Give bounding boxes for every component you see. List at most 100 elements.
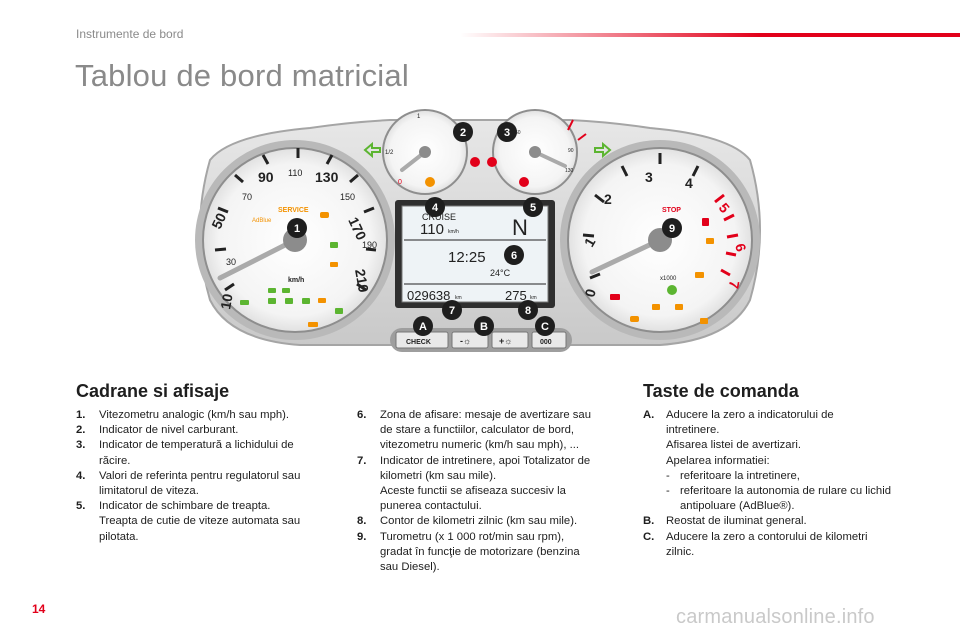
turn-signal-right-icon <box>594 141 612 159</box>
callout-b: B <box>474 316 494 336</box>
fuel-gauge: 1/2 0 1 <box>382 109 468 195</box>
display-range-unit: km <box>530 295 537 301</box>
button-reset-label: 000 <box>540 339 552 346</box>
button-dim-plus-label: +☼ <box>499 336 513 346</box>
fuel-gauge-half: 1/2 <box>385 150 394 156</box>
button-dim-minus-label: -☼ <box>460 336 471 346</box>
speedo-orange-lights <box>308 212 338 327</box>
display-speed: 110 <box>420 221 444 238</box>
tachometer: 0 1 2 3 4 5 6 7 STOP x1000 <box>560 140 760 340</box>
tacho-tick-6: 6 <box>732 242 750 254</box>
speedo-tick-70: 70 <box>242 192 252 202</box>
display-speed-unit: km/h <box>448 229 459 235</box>
instrument-cluster-illustration: 10 30 50 70 90 110 130 150 170 190 210 S… <box>195 109 761 352</box>
speedo-unit: km/h <box>288 277 304 284</box>
svg-text:B: B <box>480 321 488 333</box>
list-item-8: 8.Contor de kilometri zilnic (km sau mil… <box>357 515 578 528</box>
speedo-tick-10: 10 <box>217 292 235 310</box>
list-subitem-a1: -referitoare la intretinere, <box>666 469 800 482</box>
callout-6: 6 <box>504 245 524 265</box>
svg-text:2: 2 <box>460 127 466 139</box>
central-display: CRUISE 110 km/h N 12:25 24°C 029638 km 2… <box>395 200 555 308</box>
callout-a: A <box>413 316 433 336</box>
callout-8: 8 <box>518 300 538 320</box>
tacho-ticks <box>582 153 700 280</box>
speedo-tick-190: 190 <box>362 240 377 250</box>
list-item-4: 4.Valori de referinta pentru regulatorul… <box>76 469 301 498</box>
temp-gauge-50: 50 <box>515 130 521 136</box>
service-indicator: SERVICE <box>278 207 309 214</box>
tacho-stop-indicator: STOP <box>662 207 681 214</box>
speedo-tick-110: 110 <box>288 168 302 178</box>
speedo-tick-150: 150 <box>340 192 355 202</box>
control-buttons: CHECK -☼ +☼ 000 <box>390 328 572 352</box>
temp-gauge-130: 130 <box>565 168 574 174</box>
svg-text:5: 5 <box>530 202 536 214</box>
speedo-tick-210: 210 <box>352 268 372 294</box>
list-col2: 6.Zona de afisare: mesaje de avertizare … <box>357 408 619 575</box>
display-odometer-unit: km <box>455 295 462 301</box>
list-col1: 1.Vitezometru analogic (km/h sau mph). 2… <box>76 408 334 545</box>
tacho-tick-0: 0 <box>581 287 599 299</box>
tacho-redline-ticks <box>714 193 739 277</box>
callout-7: 7 <box>442 300 462 320</box>
heading-cadrane: Cadrane si afisaje <box>76 381 230 401</box>
tacho-unit: x1000 <box>660 276 677 282</box>
svg-text:9: 9 <box>669 223 675 235</box>
speedo-tick-90: 90 <box>258 169 274 185</box>
speedo-tick-50: 50 <box>208 210 229 231</box>
button-check-label: CHECK <box>406 339 431 346</box>
svg-text:A: A <box>419 321 427 333</box>
seatbelt-warning-icons <box>470 157 497 167</box>
tacho-tick-2: 2 <box>604 191 612 207</box>
temp-gauge-90: 90 <box>568 148 574 154</box>
list-item-1: 1.Vitezometru analogic (km/h sau mph). <box>76 409 290 421</box>
callout-c: C <box>535 316 555 336</box>
callout-4: 4 <box>425 197 445 217</box>
list-item-5: 5.Indicator de schimbare de treapta. Tre… <box>76 500 301 543</box>
speedo-needle <box>217 237 298 281</box>
tacho-needle <box>589 237 663 275</box>
header-accent-bar <box>460 33 960 37</box>
tacho-warning-lights <box>610 218 709 300</box>
adblue-indicator: AdBlue <box>252 218 272 224</box>
svg-text:1: 1 <box>294 223 300 235</box>
callout-9: 9 <box>662 218 682 238</box>
heading-taste: Taste de comanda <box>643 381 799 401</box>
svg-text:8: 8 <box>525 305 531 317</box>
callout-2: 2 <box>453 122 473 142</box>
display-temperature: 24°C <box>490 268 511 278</box>
svg-text:C: C <box>541 321 549 333</box>
callout-5: 5 <box>523 197 543 217</box>
svg-text:6: 6 <box>511 250 517 262</box>
section-header: Instrumente de bord <box>76 27 184 41</box>
fuel-gauge-full: 1 <box>417 114 421 120</box>
tacho-orange-lights <box>630 238 714 324</box>
speedo-warning-lights <box>240 242 343 314</box>
callout-3: 3 <box>497 122 517 142</box>
tacho-tick-4: 4 <box>685 175 693 191</box>
svg-text:7: 7 <box>449 305 455 317</box>
fuel-gauge-low: 0 <box>398 179 402 186</box>
display-time: 12:25 <box>448 249 486 266</box>
list-item-c: C.Aducere la zero a contorului de kilome… <box>643 530 868 558</box>
display-range: 275 <box>505 288 527 303</box>
list-item-b: B.Reostat de iluminat general. <box>643 515 807 528</box>
display-gear: N <box>512 215 528 240</box>
display-odometer: 029638 <box>407 288 450 303</box>
svg-text:3: 3 <box>504 127 510 139</box>
callout-1: 1 <box>287 218 307 238</box>
list-item-a: A.Aducere la zero a indicatorului de int… <box>643 409 834 467</box>
tacho-tick-7: 7 <box>726 279 743 290</box>
list-col3: A.Aducere la zero a indicatorului de int… <box>643 408 908 560</box>
turn-signal-left-icon <box>363 141 381 159</box>
speedo-tick-30: 30 <box>226 257 236 267</box>
speedometer: 10 30 50 70 90 110 130 150 170 190 210 S… <box>195 140 395 340</box>
list-item-9: 9.Turometru (x 1 000 rot/min sau rpm), g… <box>357 530 580 574</box>
watermark: carmanualsonline.info <box>676 606 875 628</box>
display-cruise: CRUISE <box>422 212 456 222</box>
page-title: Tablou de bord matricial <box>75 58 409 93</box>
speedo-ticks <box>214 148 377 292</box>
page-number: 14 <box>32 602 46 616</box>
tacho-tick-3: 3 <box>645 169 653 185</box>
